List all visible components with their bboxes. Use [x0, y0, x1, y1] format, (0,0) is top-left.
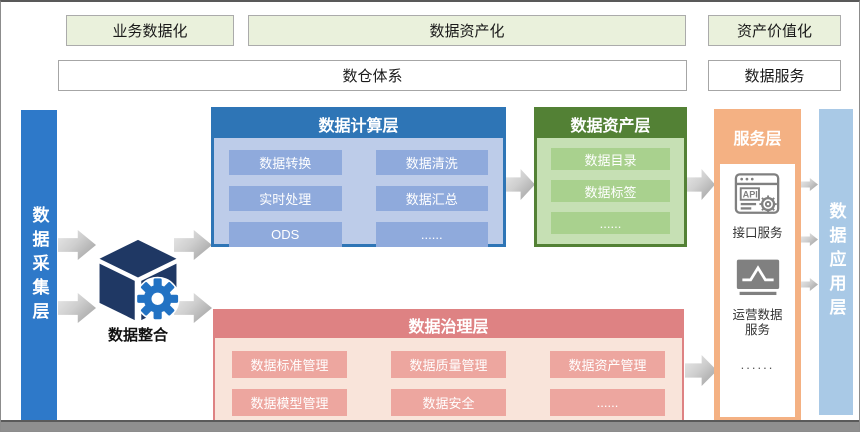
governance-cell: 数据安全: [391, 389, 506, 416]
compute-cell: 数据汇总: [375, 186, 488, 211]
compute-layer-box: 数据计算层 数据转换 数据清洗 实时处理 数据汇总 ODS ......: [211, 107, 506, 247]
service-item-label: ......: [740, 356, 775, 372]
governance-cell: ......: [550, 389, 665, 416]
arrow-service-to-application-1: [801, 178, 818, 191]
cube-gear-icon: [93, 238, 183, 322]
box-label: 数仓体系: [342, 68, 403, 85]
arrow-collect-to-integration-top: [58, 230, 96, 260]
arrow-service-to-application-3: [801, 278, 818, 291]
box-label: 数据服务: [744, 68, 805, 85]
collection-layer-label: 数据采集层: [29, 206, 49, 326]
application-layer-label: 数据应用层: [826, 202, 846, 322]
api-browser-icon: API: [734, 172, 782, 222]
arrow-compute-to-asset: [505, 169, 535, 200]
governance-cell: 数据标准管理: [232, 351, 347, 378]
asset-cell: ......: [551, 212, 670, 234]
asset-cell: 数据标签: [551, 180, 670, 202]
box-data-service: 数据服务: [708, 60, 841, 91]
arrow-asset-to-service: [687, 169, 715, 200]
governance-cell: 数据资产管理: [550, 351, 665, 378]
asset-cell: 数据目录: [551, 148, 670, 170]
banner-label: 资产价值化: [736, 23, 812, 40]
box-data-warehouse-system: 数仓体系: [58, 60, 687, 91]
integration-label: 数据整合: [107, 327, 168, 344]
compute-cell: ODS: [229, 222, 342, 247]
banner-label: 业务数据化: [112, 23, 188, 40]
service-layer-box: 服务层 API: [714, 109, 801, 423]
service-layer-title: 服务层: [733, 131, 782, 148]
arrow-governance-to-service: [685, 355, 717, 386]
governance-layer-grid: 数据标准管理 数据质量管理 数据资产管理 数据模型管理 数据安全 ......: [215, 338, 682, 429]
collection-layer-bar: 数据采集层: [21, 110, 57, 422]
arrow-collect-to-integration-bottom: [58, 293, 96, 323]
banner-label: 数据资产化: [429, 23, 505, 40]
asset-layer-title: 数据资产层: [537, 110, 684, 138]
governance-layer-box: 数据治理层 数据标准管理 数据质量管理 数据资产管理 数据模型管理 数据安全 .…: [213, 309, 684, 424]
arrow-service-to-application-2: [801, 233, 818, 246]
governance-cell: 数据模型管理: [232, 389, 347, 416]
banner-business-datafication: 业务数据化: [66, 15, 234, 46]
compute-layer-title: 数据计算层: [214, 110, 503, 138]
service-item-label: 运营数据服务: [732, 307, 783, 338]
asset-layer-box: 数据资产层 数据目录 数据标签 ......: [534, 107, 687, 247]
compute-cell: 数据清洗: [375, 150, 488, 175]
asset-layer-grid: 数据目录 数据标签 ......: [537, 138, 684, 244]
compute-cell: 数据转换: [229, 150, 342, 175]
application-layer-bar: 数据应用层: [819, 109, 853, 415]
compute-layer-grid: 数据转换 数据清洗 实时处理 数据汇总 ODS ......: [214, 138, 503, 259]
line-chart-icon: [735, 258, 781, 303]
governance-layer-title: 数据治理层: [215, 311, 682, 338]
governance-cell: 数据质量管理: [391, 351, 506, 378]
service-item-label: 接口服务: [732, 226, 783, 240]
compute-cell: ......: [375, 222, 488, 247]
bottom-border-strip: [1, 420, 859, 431]
compute-cell: 实时处理: [229, 186, 342, 211]
service-layer-panel: API 接口服务: [720, 164, 795, 417]
svg-text:API: API: [742, 189, 757, 199]
banner-asset-valorization: 资产价值化: [708, 15, 841, 46]
banner-data-assetization: 数据资产化: [248, 15, 686, 46]
